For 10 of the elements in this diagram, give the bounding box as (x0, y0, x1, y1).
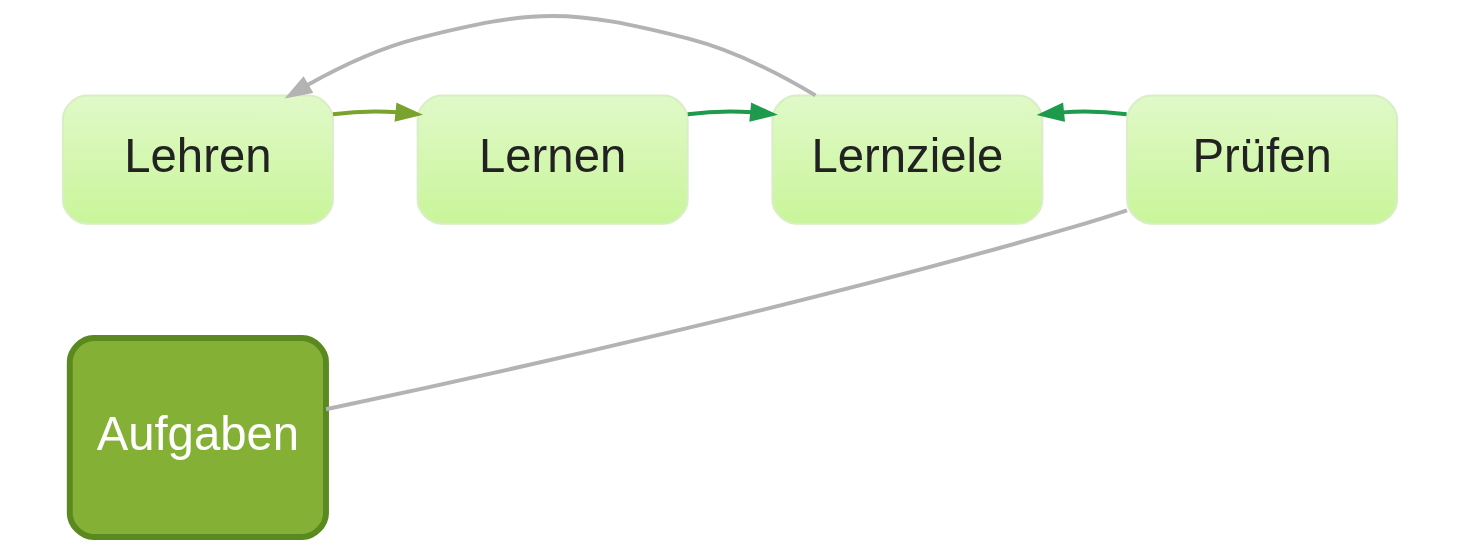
node-box: Lernen (416, 94, 689, 225)
node-box: Lehren (61, 94, 334, 225)
node-box: Aufgaben (66, 335, 329, 540)
arrow (687, 102, 778, 122)
arrow (284, 14, 816, 99)
node-box: Lernziele (770, 94, 1043, 225)
arrow (1036, 102, 1127, 122)
node-box: Prüfen (1125, 94, 1398, 225)
connector (325, 208, 1128, 412)
arrow (332, 102, 423, 122)
